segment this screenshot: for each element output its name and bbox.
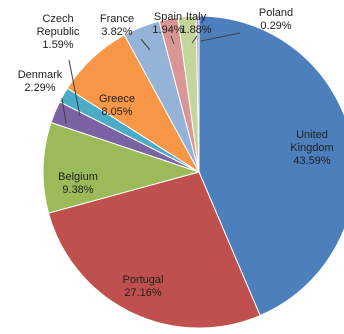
pie-slice-united-kingdom xyxy=(198,15,344,317)
leader-lines-layer xyxy=(61,32,241,124)
leader-line-france xyxy=(140,38,151,51)
pie-slice-portugal xyxy=(47,171,261,329)
leader-line-spain xyxy=(170,35,175,45)
leader-line-denmark xyxy=(61,97,67,124)
slices-layer xyxy=(42,15,344,329)
leader-line-czech-republic xyxy=(68,59,81,117)
pie-slice-belgium xyxy=(42,121,201,214)
leader-line-poland xyxy=(200,32,241,42)
pie-slice-poland xyxy=(195,15,200,173)
leader-line-italy xyxy=(191,35,198,44)
